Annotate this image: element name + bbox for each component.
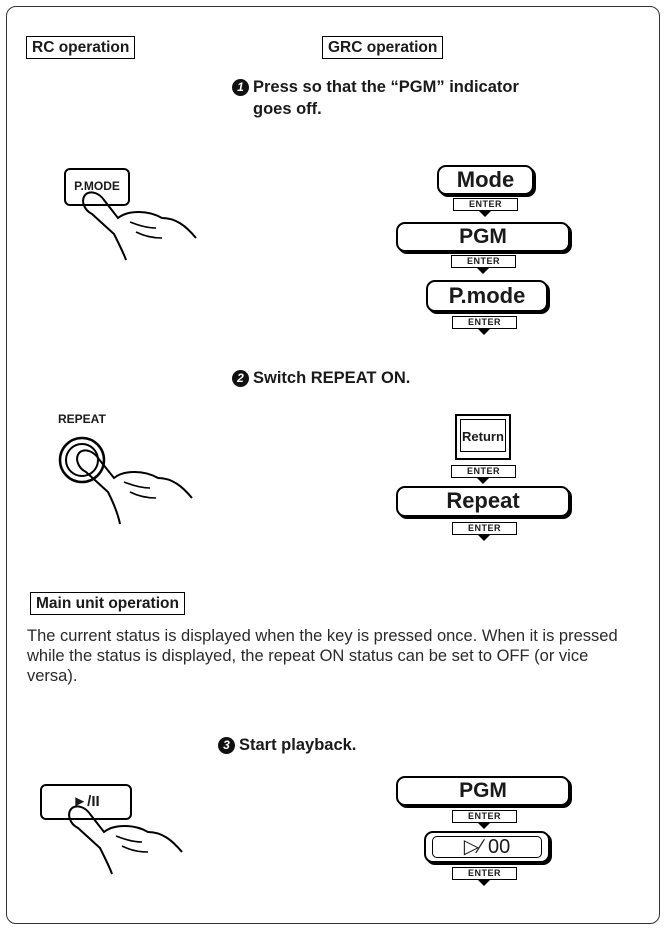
- step-1-line1: Press so that the “PGM” indicator: [253, 78, 519, 96]
- hand-icon: [62, 804, 202, 884]
- rc-repeat-label: REPEAT: [58, 412, 106, 426]
- step-3-number: 3: [218, 737, 235, 754]
- enter-label: ENTER: [452, 522, 517, 535]
- enter-label: ENTER: [452, 316, 517, 329]
- grc-mode-button[interactable]: Mode: [437, 165, 534, 195]
- repeat-button-hand-icon[interactable]: [58, 432, 208, 542]
- grc-return-label: Return: [460, 419, 506, 452]
- grc-pgm-button-2[interactable]: PGM: [396, 776, 570, 806]
- enter-label: ENTER: [452, 810, 517, 823]
- grc-pgm-button[interactable]: PGM: [396, 222, 570, 252]
- grc-play-pause-label: ▷∕ 00: [432, 836, 542, 858]
- hand-icon: [78, 188, 208, 268]
- step-2-text: Switch REPEAT ON.: [253, 369, 410, 387]
- step-2-number: 2: [232, 370, 249, 387]
- arrow-down-icon: [479, 211, 491, 217]
- step-3-text: Start playback.: [239, 736, 356, 754]
- arrow-down-icon: [477, 478, 489, 484]
- enter-label: ENTER: [451, 255, 516, 268]
- grc-return-button[interactable]: Return: [455, 414, 511, 460]
- main-unit-description: The current status is displayed when the…: [27, 626, 627, 686]
- enter-label: ENTER: [453, 198, 518, 211]
- enter-label: ENTER: [452, 867, 517, 880]
- grc-repeat-button[interactable]: Repeat: [396, 486, 570, 517]
- enter-label: ENTER: [451, 465, 516, 478]
- grc-play-pause-button[interactable]: ▷∕ 00: [424, 831, 550, 863]
- arrow-down-icon: [478, 823, 490, 829]
- step-1-number: 1: [232, 79, 249, 96]
- grc-pmode-button[interactable]: P.mode: [426, 280, 548, 312]
- arrow-down-icon: [478, 535, 490, 541]
- arrow-down-icon: [478, 329, 490, 335]
- main-unit-operation-label: Main unit operation: [30, 592, 185, 615]
- step-1-line2: goes off.: [253, 100, 322, 118]
- grc-operation-label: GRC operation: [322, 36, 443, 59]
- arrow-down-icon: [477, 268, 489, 274]
- rc-operation-label: RC operation: [26, 36, 135, 59]
- arrow-down-icon: [478, 880, 490, 886]
